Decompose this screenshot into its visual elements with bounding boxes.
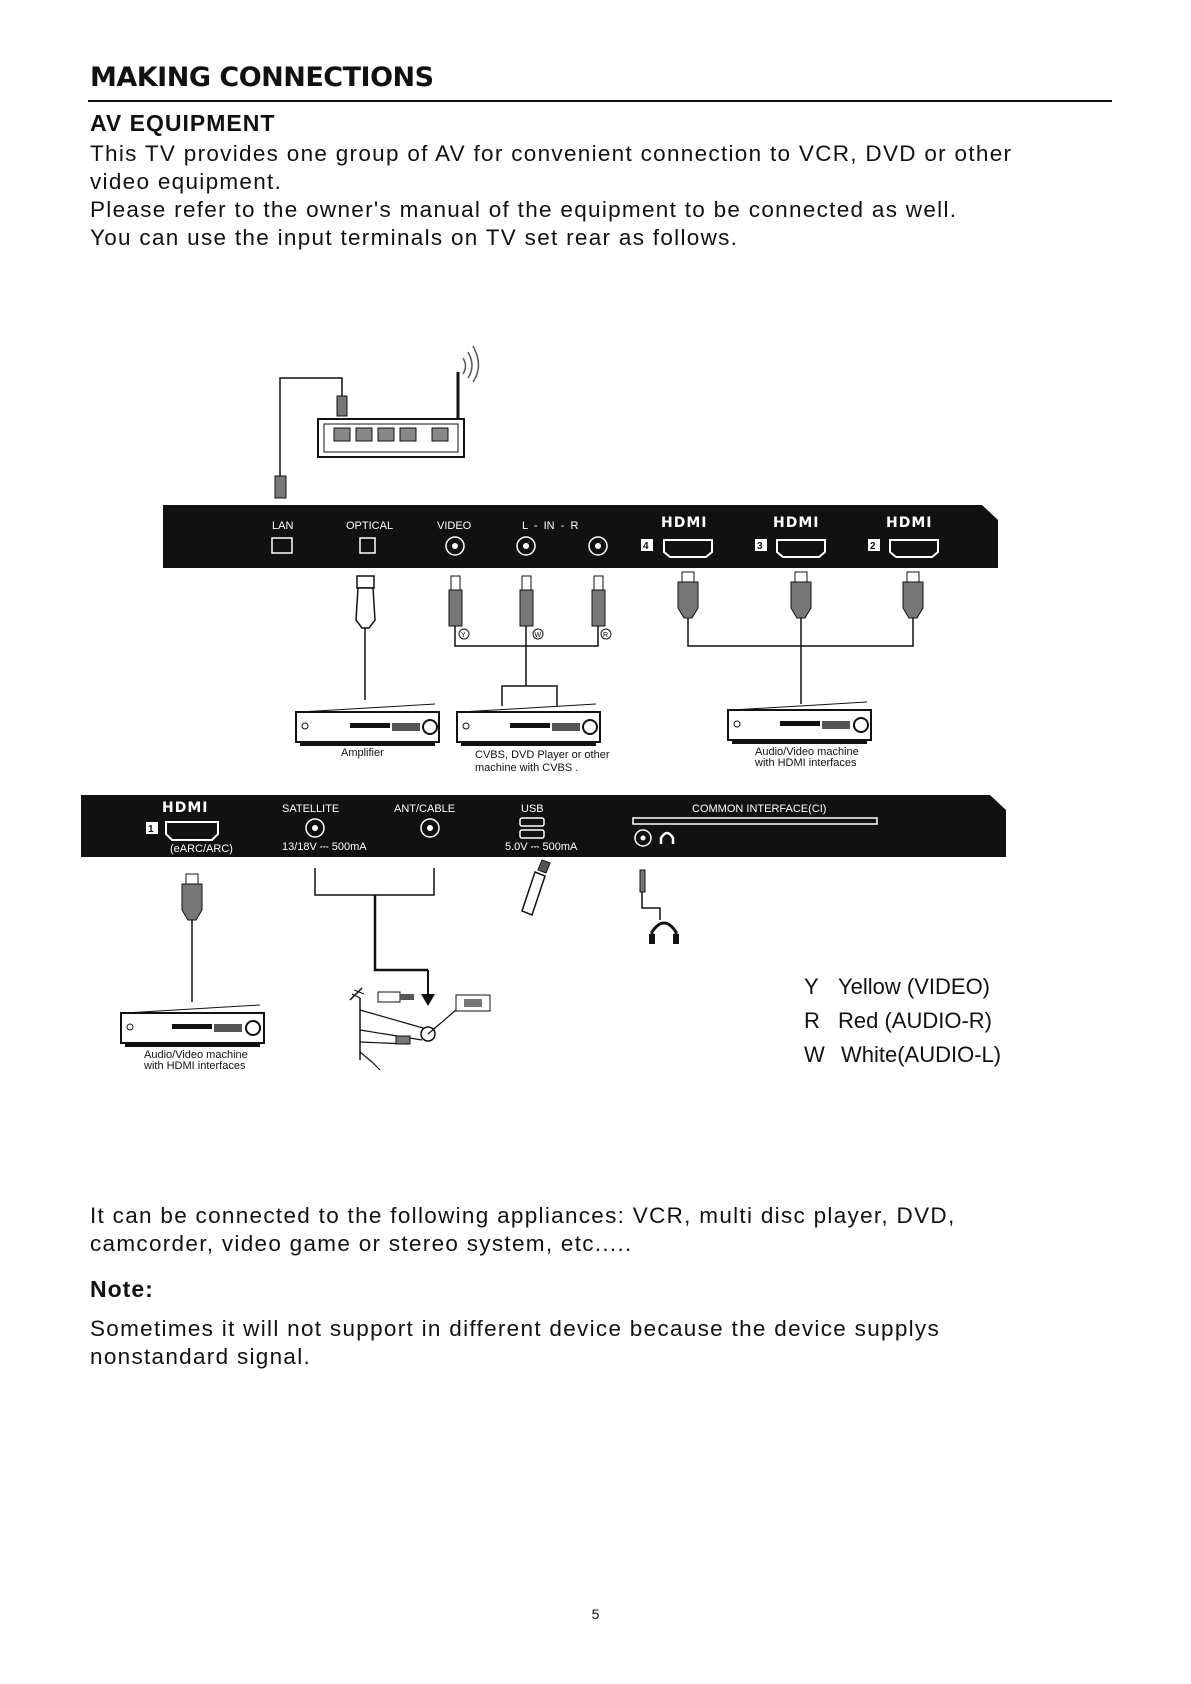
legend-key-r: R (804, 1008, 820, 1033)
cvbs-label-1: CVBS, DVD Player or other (475, 749, 610, 761)
audio-l-jack-icon (516, 536, 536, 556)
av-hdmi-device-bottom-icon (120, 1004, 265, 1047)
av-hdmi-bottom-label-2: with HDMI interfaces (143, 1060, 246, 1072)
headphone-icon (639, 869, 679, 944)
tv-rear-panel-bottom: HDMI 1 (eARC/ARC) SATELLITE 13/18V ⎓ 500… (81, 795, 1006, 857)
marker-w: W (535, 632, 542, 639)
marker-y: Y (461, 632, 466, 639)
satellite-jack-icon (305, 818, 325, 838)
av-hdmi-bottom-label-1: Audio/Video machine (144, 1049, 248, 1061)
amplifier-label: Amplifier (341, 747, 384, 759)
headphone-jack-icon (634, 829, 652, 847)
hdmi3-port-icon (776, 539, 826, 558)
color-legend: Y Yellow (VIDEO) R Red (AUDIO-R) W White… (804, 974, 1001, 1067)
usb-stick-icon (521, 859, 551, 916)
legend-text-w: White(AUDIO-L) (841, 1042, 1001, 1067)
lan-label: LAN (272, 520, 293, 532)
hdmi1-port-icon (165, 821, 219, 841)
optical-label: OPTICAL (346, 520, 393, 532)
note-line-1: Sometimes it will not support in differe… (90, 1316, 941, 1341)
hdmi2-number: 2 (870, 541, 876, 552)
title-rule (88, 100, 1112, 102)
note-line-2: nonstandard signal. (90, 1344, 312, 1369)
earc-label: (eARC/ARC) (170, 843, 233, 855)
usb-port-icon (519, 817, 545, 827)
ant-cable-label: ANT/CABLE (394, 803, 455, 815)
legend-key-w: W (804, 1042, 825, 1067)
hdmi-cable-bottom (181, 873, 203, 1002)
ci-label: COMMON INTERFACE(CI) (692, 803, 826, 815)
usb-label: USB (521, 803, 544, 815)
rca-cables: Y W R (448, 575, 612, 706)
hdmi4-number: 4 (643, 541, 649, 552)
hdmi-logo-2: HDMI (886, 515, 932, 531)
tv-rear-panel-top: LAN OPTICAL VIDEO L - IN - R HDMI 4 HDMI… (163, 505, 998, 568)
intro-line-2: video equipment. (90, 169, 283, 194)
appliances-line-2: camcorder, video game or stereo system, … (90, 1231, 633, 1256)
lr-in-label: L - IN - R (522, 520, 578, 532)
av-hdmi-device-top-icon (727, 701, 872, 744)
appliances-line-1: It can be connected to the following app… (90, 1203, 956, 1228)
antenna-cable (314, 868, 435, 1006)
hdmi-logo-4: HDMI (661, 515, 707, 531)
hdmi3-number: 3 (757, 541, 763, 552)
intro-line-4: You can use the input terminals on TV se… (90, 225, 739, 250)
hdmi2-port-icon (889, 539, 939, 558)
router-icon (274, 345, 480, 499)
intro-line-3: Please refer to the owner's manual of th… (90, 197, 958, 222)
satellite-label: SATELLITE (282, 803, 339, 815)
ci-slot-icon (632, 817, 878, 825)
satellite-power-label: 13/18V ⎓ 500mA (282, 841, 367, 853)
page-title: MAKING CONNECTIONS (90, 62, 434, 93)
cvbs-player-device-icon (456, 703, 601, 746)
av-hdmi-top-label-1: Audio/Video machine (755, 746, 859, 758)
hdmi-cables-top (677, 571, 924, 704)
audio-r-jack-icon (588, 536, 608, 556)
hdmi1-number: 1 (148, 824, 154, 835)
page-number: 5 (591, 1606, 600, 1622)
intro-line-1: This TV provides one group of AV for con… (90, 141, 1013, 166)
marker-r: R (603, 632, 608, 639)
legend-text-r: Red (AUDIO-R) (838, 1008, 992, 1033)
hdmi4-port-icon (663, 539, 713, 558)
section-heading: AV EQUIPMENT (90, 110, 276, 136)
antenna-assembly-icon (349, 987, 491, 1071)
ant-cable-jack-icon (420, 818, 440, 838)
hdmi-logo-1: HDMI (162, 800, 208, 816)
optical-cable (355, 575, 376, 700)
legend-key-y: Y (804, 974, 819, 999)
av-hdmi-top-label-2: with HDMI interfaces (754, 757, 857, 769)
legend-text-y: Yellow (VIDEO) (838, 974, 990, 999)
hdmi-logo-3: HDMI (773, 515, 819, 531)
video-label: VIDEO (437, 520, 472, 532)
usb-power-label: 5.0V ⎓ 500mA (505, 841, 578, 853)
lan-port-icon (271, 537, 293, 554)
video-jack-icon (445, 536, 465, 556)
headphone-symbol-icon (659, 831, 675, 844)
optical-port-icon (359, 537, 376, 554)
amplifier-device-icon (295, 703, 440, 746)
note-heading: Note: (90, 1276, 154, 1302)
cvbs-label-2: machine with CVBS . (475, 762, 578, 774)
